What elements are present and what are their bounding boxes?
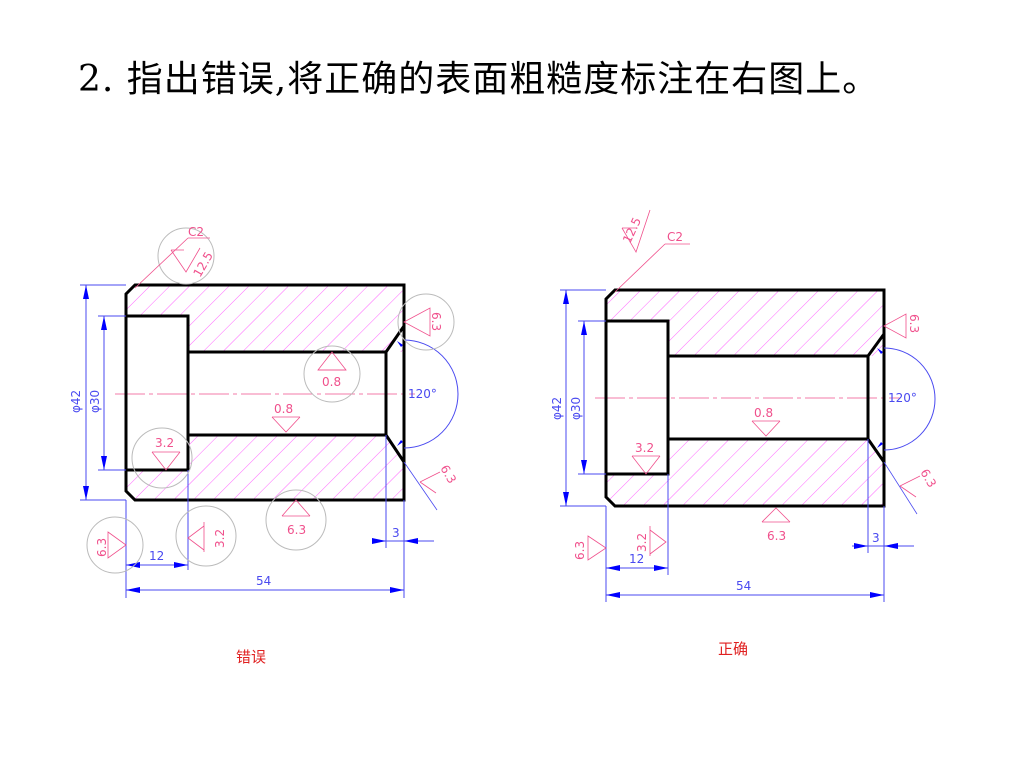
- right-angle-arrow-bottom: [877, 442, 883, 448]
- right-rough-counterbore-face: 3.2: [635, 533, 649, 552]
- left-dim-dia30: [98, 315, 126, 471]
- left-error-circle-right-top: [397, 293, 455, 351]
- right-dim-12-label: 12: [629, 552, 644, 566]
- right-caption: 正确: [718, 640, 748, 658]
- left-caption: 错误: [236, 648, 266, 666]
- left-angle-arrow-bottom: [397, 440, 403, 446]
- right-dim-dia30: [578, 320, 606, 475]
- right-outline: [604, 288, 886, 508]
- left-angle-arrow-top: [397, 341, 403, 347]
- left-dim-54-label: 54: [256, 574, 271, 588]
- left-angle-arc: [403, 339, 459, 449]
- left-rough-leader-right-bottom: [403, 461, 438, 511]
- right-dim-dia42-label: φ42: [550, 397, 564, 420]
- left-error-circle-bottom-right: [265, 489, 327, 551]
- left-rough-counterbore: 3.2: [155, 436, 174, 450]
- left-dim-54: [126, 500, 405, 598]
- left-rough-symbol-right-top: [403, 307, 431, 337]
- slide-title: 2. 指出错误,将正确的表面粗糙度标注在右图上。: [78, 59, 880, 100]
- left-rough-bottom-right: 6.3: [287, 523, 306, 537]
- left-dim-dia42: [80, 284, 126, 501]
- left-rough-right-bottom: 6.3: [437, 463, 459, 487]
- left-rough-12-5: 12.5: [190, 249, 215, 279]
- left-rough-symbol-bore-top: [317, 351, 347, 371]
- left-hatch-top: [126, 285, 404, 352]
- left-rough-bore-top: 0.8: [322, 375, 341, 389]
- left-hatch-bottom: [126, 435, 404, 500]
- right-rough-symbol-chamfer: [621, 209, 651, 253]
- left-dim-12: [125, 470, 189, 598]
- left-dim-12-label: 12: [149, 549, 164, 563]
- right-rough-symbol-bore: [751, 420, 781, 437]
- left-rough-bottom-mid: 3.2: [213, 529, 227, 548]
- left-rough-symbol-counterbore: [151, 451, 181, 471]
- left-rough-symbol-bottom-mid: [187, 522, 205, 552]
- left-rough-bore-center: 0.8: [274, 402, 293, 416]
- right-drawing: φ42 φ30 12 54: [550, 209, 939, 658]
- right-dim-3: [852, 439, 914, 553]
- right-rough-left-face: 6.3: [573, 541, 587, 560]
- left-drawing: φ42 φ30 12 54: [69, 225, 459, 666]
- right-dim-3-label: 3: [872, 531, 880, 545]
- left-error-circle-bottom-mid: [175, 505, 237, 567]
- right-rough-12-5: 12.5: [620, 215, 644, 245]
- left-dim-3: [372, 435, 434, 548]
- right-rough-symbol-bottom: [761, 507, 791, 523]
- right-dim-12: [605, 474, 669, 602]
- left-outline: [124, 283, 406, 502]
- right-dim-dia30-label: φ30: [569, 397, 583, 420]
- right-rough-symbol-left-face: [587, 535, 607, 561]
- right-angle-arrow-top: [877, 348, 883, 354]
- left-error-circle-chamfer: [157, 227, 215, 285]
- right-dim-54: [606, 506, 885, 602]
- right-rough-leader-right-bottom: [883, 461, 918, 515]
- left-dim-dia30-label: φ30: [88, 390, 102, 413]
- right-rough-bore: 0.8: [754, 406, 773, 420]
- right-hatch-top: [606, 290, 884, 356]
- right-dim-angle-label: 120°: [888, 391, 917, 405]
- left-rough-c2: C2: [188, 225, 204, 239]
- right-rough-bottom: 6.3: [767, 529, 786, 543]
- left-dim-dia42-label: φ42: [69, 390, 83, 413]
- right-dim-54-label: 54: [736, 579, 751, 593]
- left-rough-right-top: 6.3: [429, 312, 443, 331]
- left-error-circle-bottom-left: [86, 516, 144, 574]
- right-rough-c2: C2: [667, 230, 683, 244]
- right-rough-symbol-counterbore: [631, 455, 661, 475]
- right-dim-dia42: [560, 289, 606, 507]
- left-error-circle-counterbore: [131, 427, 193, 489]
- left-rough-symbol-bore-center: [271, 416, 301, 433]
- left-chamfer-leader: [134, 237, 189, 289]
- left-rough-bottom-left: 6.3: [95, 538, 109, 557]
- right-rough-symbol-counterbore-face: [649, 526, 667, 556]
- left-rough-symbol-bottom-left: [107, 531, 127, 559]
- left-rough-symbol-right-bottom: [419, 471, 441, 494]
- left-dim-angle-label: 120°: [408, 387, 437, 401]
- right-rough-symbol-right-bottom: [899, 475, 921, 498]
- right-angle-arc: [883, 347, 936, 451]
- right-chamfer-leader: [614, 243, 666, 293]
- right-rough-counterbore: 3.2: [635, 441, 654, 455]
- right-rough-right-bottom: 6.3: [917, 467, 939, 491]
- left-rough-symbol-chamfer: [170, 247, 201, 273]
- left-dim-3-label: 3: [392, 526, 400, 540]
- left-error-circle-bore: [303, 345, 361, 403]
- right-rough-right-face: 6.3: [907, 314, 921, 333]
- left-rough-symbol-bottom-right: [281, 499, 311, 517]
- right-rough-symbol-right-face: [883, 313, 907, 339]
- right-hatch-bottom: [606, 439, 884, 506]
